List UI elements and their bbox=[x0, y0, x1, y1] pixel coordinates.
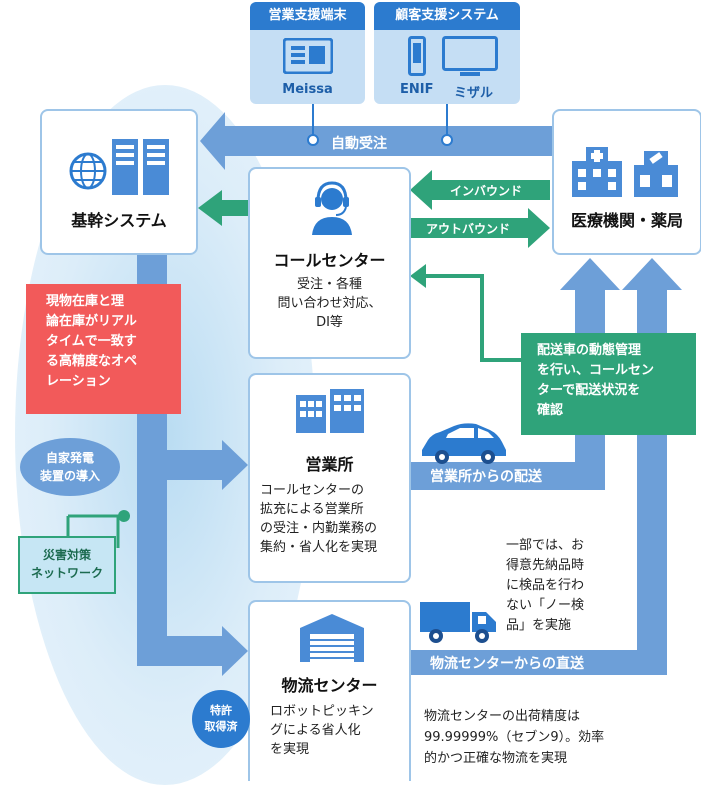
inventory-note-line-4: る高精度なオペ bbox=[46, 354, 138, 369]
shipping-accuracy-line-2: 99.99999%（セブン9）。効率 bbox=[424, 730, 605, 745]
delivery-tracking-line-1: 配送車の動態管理 bbox=[537, 343, 642, 358]
warehouse-icon bbox=[300, 614, 364, 662]
core-system-box: 基幹システム bbox=[40, 109, 198, 255]
no-inspection-line-4: ない「ノー検 bbox=[506, 598, 585, 613]
logistics-center-title: 物流センター bbox=[281, 676, 378, 695]
patent-badge-line-2: 取得済 bbox=[204, 720, 238, 733]
callcenter-to-core-arrow bbox=[198, 190, 250, 226]
power-generator-badge: 自家発電 装置の導入 bbox=[20, 438, 120, 496]
sales-terminal-box: 営業支援端末 Meissa bbox=[250, 2, 365, 104]
power-generator-line-1: 自家発電 bbox=[45, 451, 94, 465]
patent-badge-line-1: 特許 bbox=[210, 704, 232, 717]
shipping-accuracy-line-1: 物流センターの出荷精度は bbox=[424, 709, 581, 724]
call-center-desc-1: 受注・各種 bbox=[296, 277, 362, 292]
auto-order-label: 自動受注 bbox=[331, 136, 387, 152]
delivery-tracking-line-4: 確認 bbox=[537, 403, 564, 418]
no-inspection-line-3: に検品を行わ bbox=[506, 578, 585, 593]
office-building-icon bbox=[296, 389, 364, 433]
call-center-box: コールセンター 受注・各種 問い合わせ対応、 DI等 bbox=[248, 167, 411, 359]
inventory-note-line-5: レーション bbox=[46, 374, 111, 389]
disaster-network-line-1: 災害対策 bbox=[42, 548, 91, 562]
call-center-desc-3: DI等 bbox=[316, 315, 343, 330]
inbound-arrow bbox=[410, 170, 550, 210]
sales-office-desc-3: の受注・内勤業務の bbox=[260, 521, 378, 536]
sales-office-title: 営業所 bbox=[305, 455, 354, 474]
outbound-label: アウトバウンド bbox=[426, 222, 511, 236]
car-icon bbox=[422, 423, 506, 464]
core-system-title: 基幹システム bbox=[71, 211, 167, 230]
delivery-tracking-note: 配送車の動態管理 を行い、コールセン ターで配送状況を 確認 bbox=[521, 333, 696, 435]
inventory-note-line-1: 現物在庫と理 bbox=[46, 294, 125, 309]
tablet-icon bbox=[283, 38, 333, 74]
logistics-to-medical-arrow bbox=[410, 258, 682, 675]
no-inspection-line-5: 品」を実施 bbox=[506, 618, 572, 633]
delivery-tracking-line-2: を行い、コールセン bbox=[537, 363, 655, 378]
monitor-icon bbox=[442, 36, 498, 76]
phone-icon bbox=[408, 36, 426, 76]
no-inspection-line-1: 一部では、お bbox=[506, 538, 585, 553]
sales-office-desc-2: 拡充による営業所 bbox=[260, 502, 364, 517]
meissa-label: Meissa bbox=[282, 82, 333, 97]
call-center-desc-2: 問い合わせ対応、 bbox=[277, 296, 382, 311]
logistics-desc-2: グによる省人化 bbox=[270, 723, 361, 738]
medical-box: 医療機関・薬局 bbox=[552, 109, 701, 255]
feedback-line bbox=[420, 274, 522, 362]
headset-operator-icon bbox=[312, 181, 352, 235]
sales-office-desc-1: コールセンターの bbox=[260, 483, 365, 498]
customer-system-title: 顧客支援システム bbox=[374, 2, 520, 30]
shipping-accuracy-line-3: 的かつ正確な物流を実現 bbox=[424, 751, 568, 766]
delivery-tracking-line-3: ターで配送状況を bbox=[537, 383, 641, 398]
from-sales-label: 営業所からの配送 bbox=[430, 469, 542, 485]
logistics-desc-3: を実現 bbox=[270, 742, 310, 757]
medical-title: 医療機関・薬局 bbox=[570, 211, 683, 230]
core-to-sales-arrow bbox=[137, 440, 248, 490]
from-logistics-label: 物流センターからの直送 bbox=[430, 656, 584, 672]
disaster-network-box: 災害対策 ネットワーク bbox=[18, 536, 116, 594]
call-center-title: コールセンター bbox=[273, 251, 386, 270]
logistics-center-box: 物流センター ロボットピッキン グによる省人化 を実現 bbox=[248, 600, 411, 781]
outbound-arrow bbox=[410, 208, 550, 248]
sales-office-desc-4: 集約・省人化を実現 bbox=[260, 540, 378, 555]
inbound-label: インバウンド bbox=[450, 184, 523, 198]
inventory-note-line-2: 論在庫がリアル bbox=[46, 314, 137, 329]
logistics-desc-1: ロボットピッキン bbox=[270, 704, 374, 719]
sales-terminal-title: 営業支援端末 bbox=[250, 2, 365, 30]
core-to-logistics-arrow bbox=[137, 626, 248, 676]
no-inspection-note: 一部では、お 得意先納品時 に検品を行わ ない「ノー検 品」を実施 bbox=[506, 536, 584, 636]
sales-office-box: 営業所 コールセンターの 拡充による営業所 の受注・内勤業務の 集約・省人化を実… bbox=[248, 373, 411, 583]
patent-badge: 特許 取得済 bbox=[192, 690, 250, 748]
auto-order-arrow bbox=[200, 112, 560, 170]
globe-icon bbox=[69, 152, 107, 190]
mizar-label: ミザル bbox=[454, 86, 494, 101]
truck-icon bbox=[420, 602, 496, 643]
no-inspection-line-2: 得意先納品時 bbox=[506, 558, 585, 573]
server-icon bbox=[112, 139, 169, 195]
inventory-note-line-3: タイムで一致す bbox=[46, 334, 137, 349]
customer-system-box: 顧客支援システム ENIF ミザル bbox=[374, 2, 520, 104]
power-generator-line-2: 装置の導入 bbox=[39, 469, 100, 483]
shipping-accuracy-note: 物流センターの出荷精度は 99.99999%（セブン9）。効率 的かつ正確な物流… bbox=[424, 706, 604, 769]
hospital-icon bbox=[572, 147, 678, 197]
enif-label: ENIF bbox=[400, 82, 434, 97]
disaster-network-line-2: ネットワーク bbox=[30, 566, 103, 580]
inventory-note: 現物在庫と理 論在庫がリアル タイムで一致す る高精度なオペ レーション bbox=[26, 284, 181, 414]
